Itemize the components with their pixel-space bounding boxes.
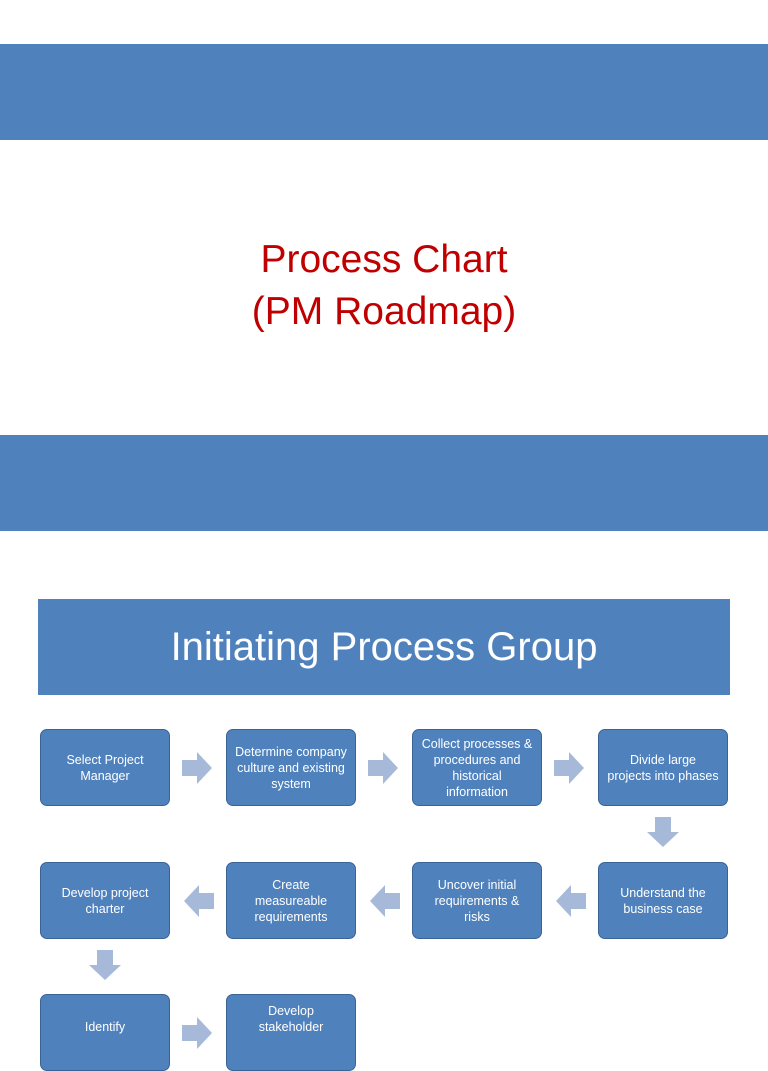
step-label: Develop stakeholder: [258, 1004, 324, 1034]
step-create-requirements: Create measureable requirements: [226, 862, 356, 939]
step-divide-projects: Divide large projects into phases: [598, 729, 728, 806]
process-group-header: Initiating Process Group: [38, 599, 730, 695]
step-label: Create measureable requirements: [254, 877, 328, 924]
arrow-down-icon: [89, 950, 121, 980]
step-collect-processes: Collect processes & procedures and histo…: [412, 729, 542, 806]
step-label: Understand the business case: [620, 885, 706, 916]
step-label: Identify: [84, 1020, 126, 1034]
top-banner: [0, 44, 768, 140]
step-label: Uncover initial requirements & risks: [434, 877, 520, 924]
arrow-left-icon: [370, 885, 400, 917]
step-label: Develop project charter: [61, 885, 149, 916]
slide-title: Process Chart (PM Roadmap): [0, 234, 768, 338]
step-determine-culture: Determine company culture and existing s…: [226, 729, 356, 806]
step-develop-charter: Develop project charter: [40, 862, 170, 939]
arrow-down-icon: [647, 817, 679, 847]
step-develop-stakeholder: Develop stakeholder: [226, 994, 356, 1071]
slide-title-line2: (PM Roadmap): [251, 290, 517, 333]
slide-title-line1: Process Chart: [260, 238, 508, 281]
arrow-left-icon: [184, 885, 214, 917]
step-label: Determine company culture and existing s…: [235, 744, 347, 791]
step-label: Select Project Manager: [66, 752, 144, 783]
arrow-right-icon: [554, 752, 584, 784]
arrow-right-icon: [368, 752, 398, 784]
arrow-left-icon: [556, 885, 586, 917]
step-uncover-requirements: Uncover initial requirements & risks: [412, 862, 542, 939]
step-business-case: Understand the business case: [598, 862, 728, 939]
bottom-banner: [0, 435, 768, 531]
process-group-title: Initiating Process Group: [170, 624, 598, 669]
step-label: Collect processes & procedures and histo…: [421, 736, 533, 799]
arrow-right-icon: [182, 752, 212, 784]
arrow-right-icon: [182, 1017, 212, 1049]
step-label: Divide large projects into phases: [607, 752, 719, 783]
step-select-project-manager: Select Project Manager: [40, 729, 170, 806]
step-identify: Identify: [40, 994, 170, 1071]
